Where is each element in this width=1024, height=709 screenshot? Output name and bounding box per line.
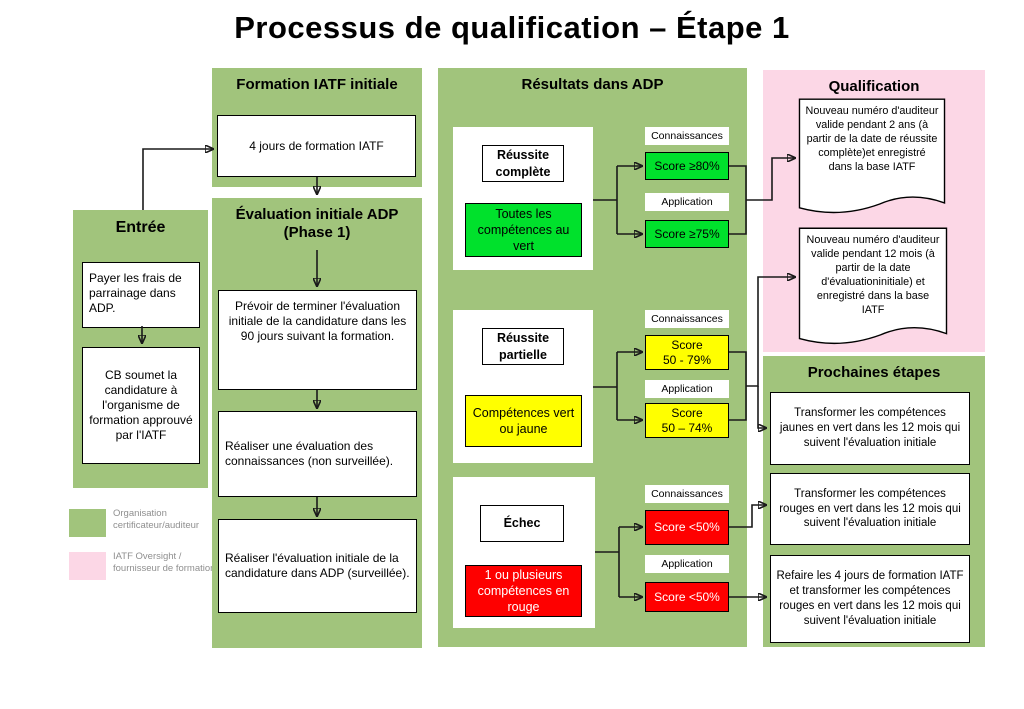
- legend-label-pink: IATF Oversight / fournisseur de formatio…: [113, 551, 216, 574]
- evaluation-panel-title: Évaluation initiale ADP (Phase 1): [235, 206, 399, 241]
- label-application-1: Application: [645, 193, 729, 211]
- result-card-partielle: Réussite partielle Compétences vert ou j…: [453, 310, 593, 463]
- label-connaissances-2: Connaissances: [645, 310, 729, 328]
- label-application-3: Application: [645, 555, 729, 573]
- result-card-echec: Échec 1 ou plusieurs compétences en roug…: [453, 477, 595, 628]
- arrow-entree-to-formation: [142, 149, 213, 210]
- label-connaissances-3: Connaissances: [645, 485, 729, 503]
- chip-vert-jaune: Compétences vert ou jaune: [465, 395, 582, 447]
- diagram-title: Processus de qualification – Étape 1: [234, 10, 790, 45]
- legend-label-green: Organisation certificateur/auditeur: [113, 508, 200, 531]
- legend-swatch-pink: [69, 552, 106, 580]
- score-connaissances-3: Score <50%: [645, 510, 729, 545]
- outcome-reussite-complete: Réussite complète: [482, 145, 564, 182]
- prochaines-box-refaire: Refaire les 4 jours de formation IATF et…: [770, 555, 970, 643]
- prochaines-box-rouges: Transformer les compétences rouges en ve…: [770, 473, 970, 545]
- prochaines-panel: Prochaines étapes Transformer les compét…: [763, 356, 985, 647]
- legend-swatch-green: [69, 509, 106, 537]
- prochaines-box-jaunes: Transformer les compétences jaunes en ve…: [770, 392, 970, 465]
- outcome-reussite-partielle: Réussite partielle: [482, 328, 564, 365]
- evaluation-box-90jours: Prévoir de terminer l'évaluation initial…: [218, 290, 417, 390]
- label-application-2: Application: [645, 380, 729, 398]
- prochaines-panel-title: Prochaines étapes: [807, 364, 941, 381]
- formation-panel: Formation IATF initiale 4 jours de forma…: [212, 68, 422, 187]
- entree-panel: Entrée Payer les frais de parrainage dan…: [73, 210, 208, 488]
- doc-numero-2ans: Nouveau numéro d'auditeur valide pendant…: [798, 98, 946, 220]
- outcome-echec: Échec: [480, 505, 564, 542]
- score-connaissances-2: Score 50 - 79%: [645, 335, 729, 370]
- evaluation-box-surveillee: Réaliser l'évaluation initiale de la can…: [218, 519, 417, 613]
- label-connaissances-1: Connaissances: [645, 127, 729, 145]
- score-application-3: Score <50%: [645, 582, 729, 612]
- resultats-panel-title: Résultats dans ADP: [521, 76, 664, 93]
- formation-panel-title: Formation IATF initiale: [236, 76, 398, 93]
- doc-numero-12mois: Nouveau numéro d'auditeur valide pendant…: [798, 227, 948, 351]
- score-application-1: Score ≥75%: [645, 220, 729, 248]
- document-shape: [798, 227, 948, 351]
- score-connaissances-1: Score ≥80%: [645, 152, 729, 180]
- entree-box-cb: CB soumet la candidature à l'organisme d…: [82, 347, 200, 464]
- chip-toutes-vert: Toutes les compétences au vert: [465, 203, 582, 257]
- score-application-2: Score 50 – 74%: [645, 403, 729, 438]
- resultats-panel: Résultats dans ADP Réussite complète Tou…: [438, 68, 747, 647]
- qualification-panel: Qualification Nouveau numéro d'auditeur …: [763, 70, 985, 352]
- doc-text: Nouveau numéro d'auditeur valide pendant…: [805, 105, 939, 174]
- entree-box-payer: Payer les frais de parrainage dans ADP.: [82, 262, 200, 328]
- qualification-panel-title: Qualification: [828, 78, 920, 95]
- evaluation-panel: Évaluation initiale ADP (Phase 1) Prévoi…: [212, 198, 422, 648]
- formation-box-4jours: 4 jours de formation IATF: [217, 115, 416, 177]
- result-card-complete: Réussite complète Toutes les compétences…: [453, 127, 593, 270]
- evaluation-box-connaissances: Réaliser une évaluation des connaissance…: [218, 411, 417, 497]
- chip-rouge: 1 ou plusieurs compétences en rouge: [465, 565, 582, 617]
- doc-text: Nouveau numéro d'auditeur valide pendant…: [806, 234, 940, 317]
- entree-panel-title: Entrée: [115, 219, 166, 236]
- document-shape: [798, 98, 946, 220]
